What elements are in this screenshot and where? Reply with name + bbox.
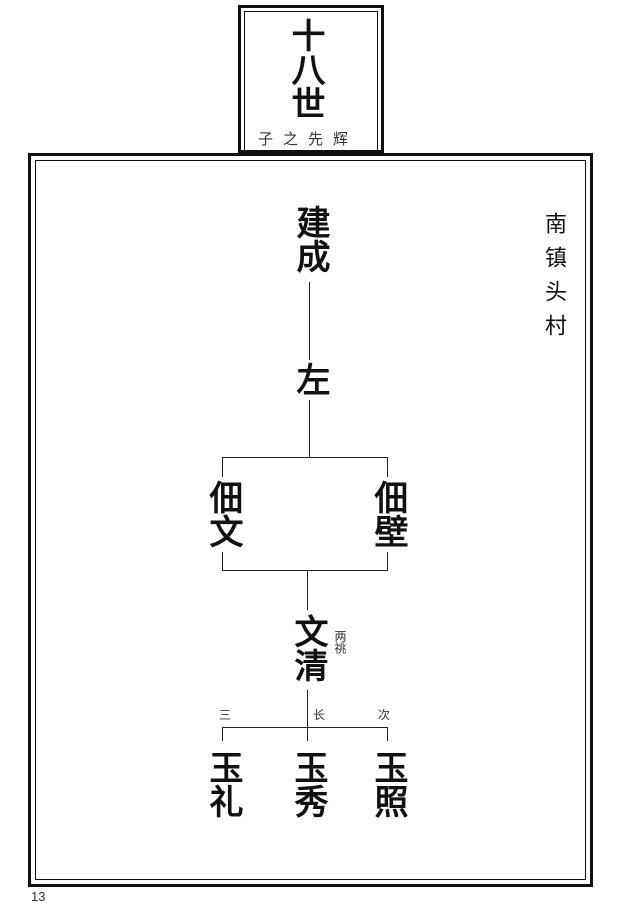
merge-line xyxy=(222,570,388,571)
branch-line xyxy=(222,727,388,728)
connector-line xyxy=(307,570,308,610)
generation-motto: 子之先辉 xyxy=(258,130,359,148)
connector-line xyxy=(309,282,310,360)
main-frame xyxy=(28,153,593,887)
main-frame-inner xyxy=(35,160,586,880)
generation-title: 十八世 xyxy=(285,18,325,120)
village-name: 南镇头村 xyxy=(541,212,566,348)
connector-line xyxy=(222,457,223,477)
person-gen5: 玉礼 xyxy=(203,750,243,818)
order-label: 长 xyxy=(313,708,326,722)
connector-line xyxy=(307,690,308,727)
person-gen2: 左 xyxy=(290,362,330,396)
dual-heir-note: 两祧 xyxy=(333,630,347,654)
connector-line xyxy=(222,552,223,571)
branch-line xyxy=(222,457,388,458)
person-gen3-right: 佃壁 xyxy=(368,480,408,548)
generation-header-box xyxy=(238,5,384,153)
person-gen5: 玉秀 xyxy=(288,750,328,818)
connector-line xyxy=(222,727,223,741)
connector-line xyxy=(387,457,388,477)
person-gen4: 文清 xyxy=(288,614,328,682)
connector-line xyxy=(387,552,388,571)
person-root: 建成 xyxy=(290,205,330,273)
connector-line xyxy=(309,400,310,457)
order-label: 次 xyxy=(378,708,391,722)
order-label: 三 xyxy=(219,708,232,722)
connector-line xyxy=(387,727,388,741)
person-gen5: 玉照 xyxy=(368,750,408,818)
connector-line xyxy=(307,727,308,741)
header-inner-border xyxy=(244,11,378,150)
person-gen3-left: 佃文 xyxy=(203,480,243,548)
page-number: 13 xyxy=(31,889,46,904)
